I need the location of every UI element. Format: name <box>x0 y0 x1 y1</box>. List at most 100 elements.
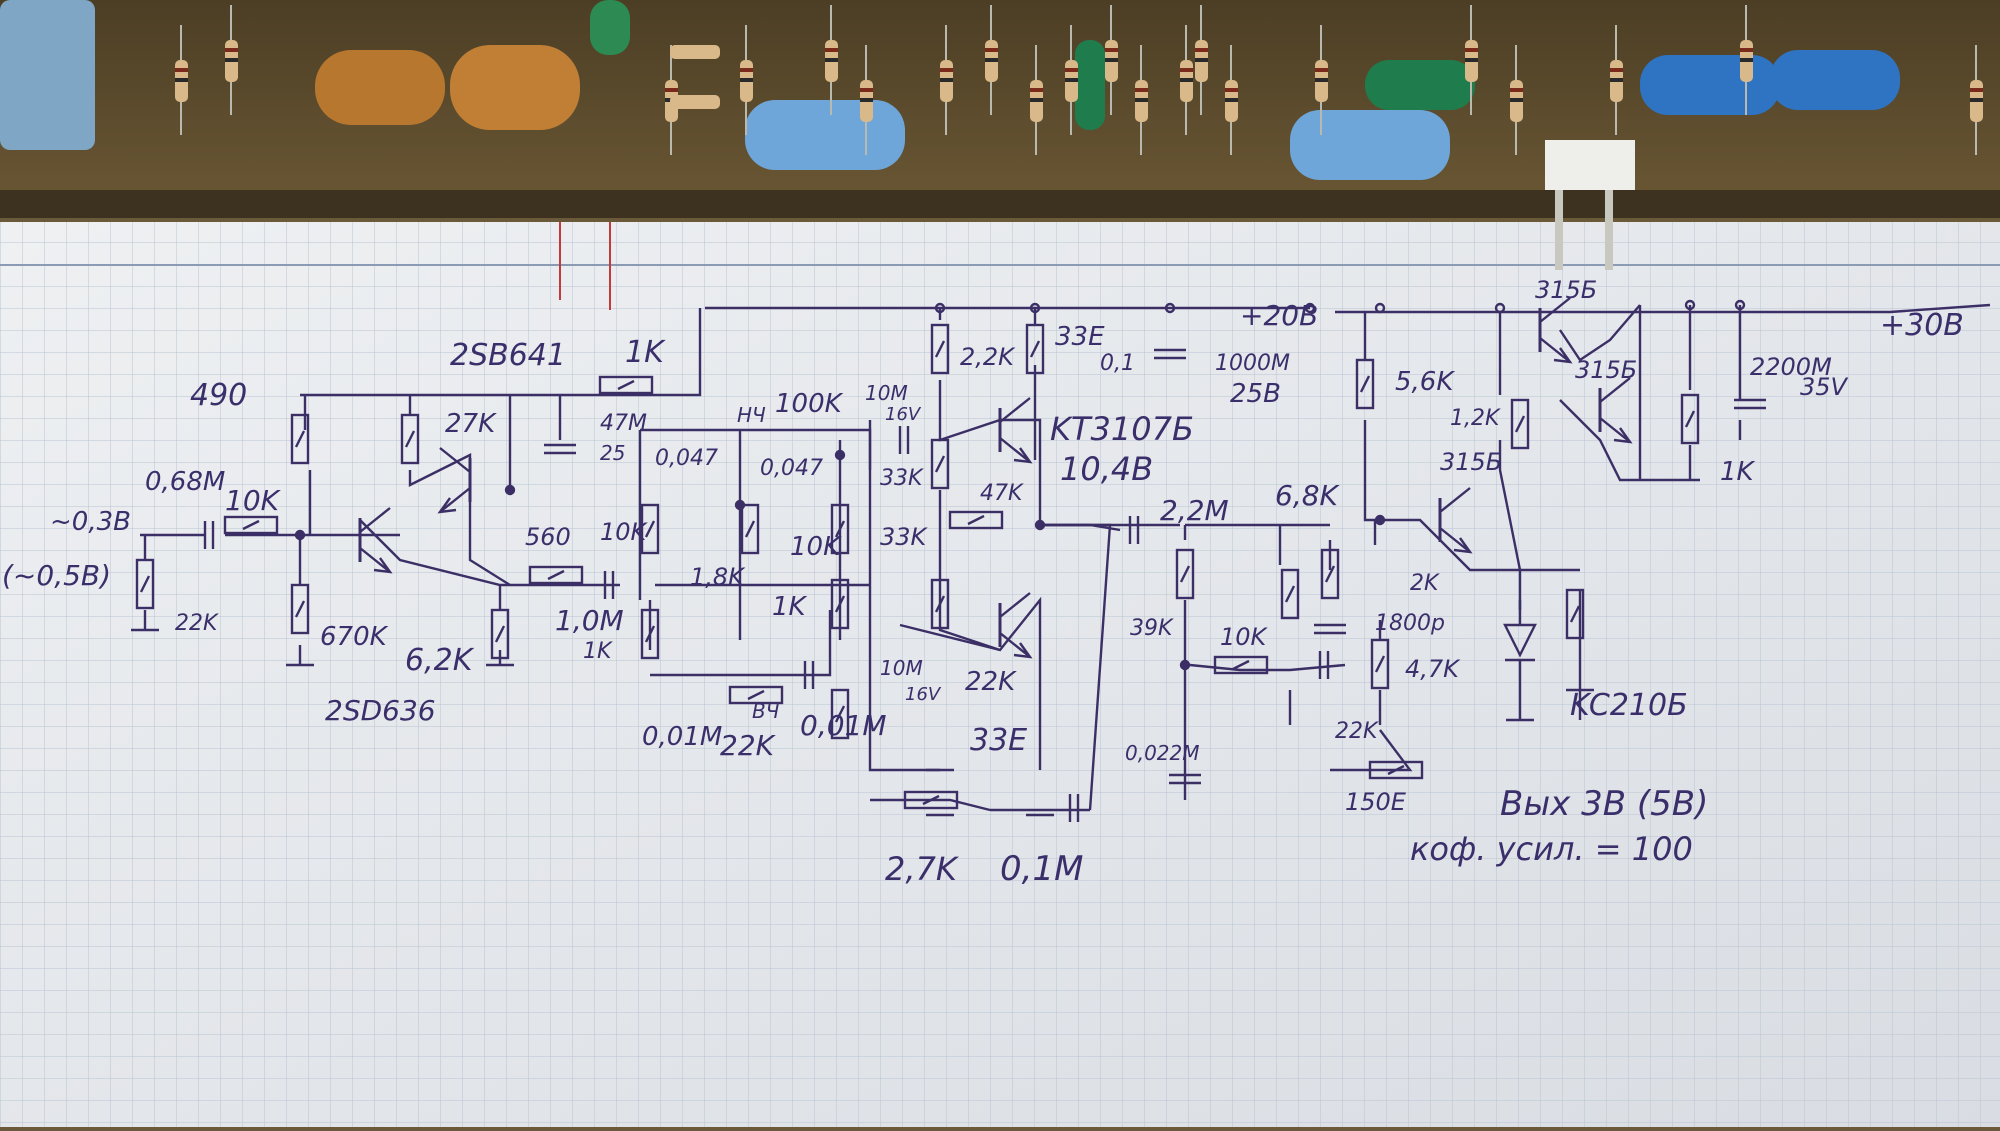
resistor-symbol-mark <box>1029 340 1041 358</box>
resistor-symbol <box>528 565 584 585</box>
resistor-band <box>1465 48 1478 52</box>
label-r-27k-b: 2,7K <box>885 850 960 888</box>
transistor-symbol <box>1539 337 1571 363</box>
resistor-band <box>1195 58 1208 62</box>
junction-dot <box>504 484 516 496</box>
label-c-22m: 2,2M <box>1160 494 1229 527</box>
resistor-symbol <box>728 685 784 705</box>
resistor-symbol-mark <box>494 625 506 643</box>
resistor-symbol-mark <box>934 595 946 613</box>
transistor-symbol <box>1439 487 1471 513</box>
resistor-band <box>985 48 998 52</box>
resistor-symbol <box>290 413 310 465</box>
label-c-068: 0,68M <box>145 467 225 497</box>
green-capacitor <box>1075 40 1105 130</box>
resistor-band <box>1510 98 1523 102</box>
resistor-symbol-mark <box>1284 585 1296 603</box>
transistor-arrow <box>437 497 457 514</box>
resistor-symbol <box>400 413 420 465</box>
junction-dot <box>1374 514 1386 526</box>
resistor-symbol-mark <box>547 569 565 581</box>
blue-capacitor <box>0 0 95 150</box>
label-r-68k: 6,8K <box>1275 479 1341 512</box>
junction-dot <box>1179 659 1191 671</box>
resistor-symbol <box>740 503 760 555</box>
label-r-39k: 39K <box>1130 616 1174 641</box>
resistor-band <box>665 88 678 92</box>
label-r-33e-b: 33E <box>970 723 1027 758</box>
resistor-band <box>1180 68 1193 72</box>
label-v-in: ~0,3B <box>50 507 131 537</box>
transistor-symbol <box>1439 527 1471 553</box>
label-r-10k-a: 10K <box>600 518 649 546</box>
transistor-symbol <box>439 447 471 473</box>
resistor-band <box>1105 58 1118 62</box>
label-r-150: 150E <box>1345 788 1407 816</box>
resistor-band <box>825 48 838 52</box>
resistor-symbol <box>640 503 660 555</box>
resistor-band <box>1970 98 1983 102</box>
label-hch: HЧ <box>737 403 766 427</box>
label-v-25: 25 <box>600 441 625 465</box>
resistor-band <box>1135 88 1148 92</box>
label-r-10k-b: 10K <box>790 532 842 562</box>
label-r-22k-c: 22K <box>965 667 1017 697</box>
resistor-symbol <box>1280 568 1300 620</box>
resistor-band <box>740 78 753 82</box>
resistor-symbol-mark <box>617 379 635 391</box>
resistor-band <box>225 48 238 52</box>
resistor-band <box>1225 88 1238 92</box>
resistor-band <box>175 68 188 72</box>
resistor-symbol-mark <box>967 514 985 526</box>
label-v-104: 10,4B <box>1060 450 1153 488</box>
label-r-18k: 1,8K <box>690 563 746 591</box>
resistor-symbol <box>640 608 660 660</box>
label-c-0047a: 0,047 <box>655 446 718 471</box>
label-t3: KT3107Б <box>1050 410 1194 448</box>
resistor-band <box>860 98 873 102</box>
resistor-symbol <box>903 790 959 810</box>
resistor-band <box>1225 98 1238 102</box>
label-c-01m: 0,1M <box>1000 849 1083 889</box>
resistor-band <box>740 68 753 72</box>
connector-header <box>1545 140 1635 190</box>
resistor-symbol-mark <box>922 794 940 806</box>
label-r-10k-in: 10K <box>225 484 282 517</box>
orange-capacitor <box>450 45 580 130</box>
label-gain: коф. усил. = 100 <box>1410 830 1693 868</box>
resistor-symbol <box>1025 323 1045 375</box>
resistor-symbol <box>490 608 510 660</box>
label-c-1000: 1000M <box>1215 351 1290 376</box>
resistor-symbol-mark <box>834 595 846 613</box>
junction-dot <box>1034 519 1046 531</box>
label-v-16a: 16V <box>885 404 922 425</box>
resistor-symbol <box>930 323 950 375</box>
resistor-symbol-mark <box>934 455 946 473</box>
pcb-edge <box>0 190 2000 218</box>
label-t2: 2SD636 <box>325 694 436 727</box>
pcb-components <box>0 0 1983 270</box>
resistor-band <box>1105 48 1118 52</box>
transistor-arrow <box>1013 642 1033 659</box>
resistor-band <box>1030 88 1043 92</box>
label-v-16b: 16V <box>905 684 942 705</box>
label-r-1k-mid: 1K <box>772 592 808 622</box>
label-r-1k-right: 1K <box>1720 457 1756 487</box>
transistor-symbol <box>359 507 391 533</box>
label-c-0022: 0,022M <box>1125 741 1200 765</box>
label-c-560: 560 <box>525 523 571 551</box>
label-r-22k-pot: 22K <box>720 729 777 762</box>
blue-capacitor <box>1770 50 1900 110</box>
label-c-2200: 2200M <box>1750 353 1832 381</box>
resistor-symbol <box>135 558 155 610</box>
label-vch: ВЧ <box>752 699 780 723</box>
resistor-symbol-mark <box>1359 375 1371 393</box>
resistor-band <box>1610 78 1623 82</box>
label-c-01f: 0,1 <box>1100 351 1135 376</box>
resistor-band <box>1030 98 1043 102</box>
green-capacitor <box>590 0 630 55</box>
label-r-12k: 1,2K <box>1450 406 1501 431</box>
resistor-symbol-mark <box>1684 410 1696 428</box>
label-c-0047b: 0,047 <box>760 456 823 481</box>
